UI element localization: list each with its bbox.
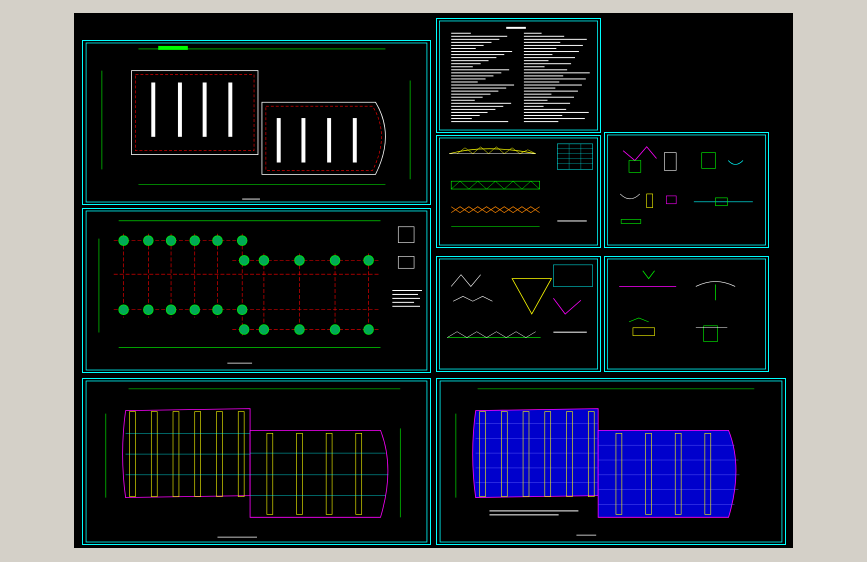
note-line [451,108,496,110]
foundation-plan-drawing [85,210,428,371]
note-line [523,51,579,53]
note-line [451,111,488,113]
note-line [451,51,513,53]
note-line [451,60,489,62]
note-line [523,63,572,65]
general-notes-drawing [439,20,598,131]
note-line [451,32,471,34]
roof-steel-plan-drawing [85,380,428,543]
note-line [523,102,571,104]
note-line [451,84,515,86]
note-line [523,41,561,43]
note-line [451,90,499,92]
note-line [451,72,502,74]
site-plan-drawing [85,42,428,203]
note-line [451,54,505,56]
support-details-drawing [606,258,767,370]
note-line [523,105,544,107]
note-line [523,93,552,95]
sheet-site-plan[interactable] [82,40,431,205]
note-line [451,47,476,49]
note-line [451,105,504,107]
sheet-foundation-plan[interactable] [82,208,431,373]
note-line [451,81,478,83]
note-line [451,66,473,68]
note-line [523,87,556,89]
note-line [451,38,500,40]
note-line [523,81,560,83]
drawing-canvas[interactable] [74,13,793,548]
note-line [523,96,575,98]
note-line [523,84,582,86]
note-line [451,115,480,116]
sheet-general-notes[interactable] [436,18,601,133]
note-line [523,38,587,40]
note-line [523,72,590,74]
note-line [451,93,491,95]
truss-sections-drawing [438,258,599,370]
note-line [523,90,578,92]
sheet-roof-cladding-plan[interactable] [436,378,786,545]
note-line [523,78,586,80]
note-line [523,115,563,116]
note-line [523,57,575,59]
roof-cladding-plan-drawing [439,380,783,543]
note-line [523,111,589,113]
note-line [451,57,497,59]
note-line [523,35,565,37]
truss-elevations-drawing [439,137,598,246]
note-line [451,69,510,71]
note-line [451,118,472,120]
note-line [451,99,475,101]
note-line [523,108,567,110]
note-line [451,35,508,37]
sheet-connection-details[interactable] [604,132,769,248]
note-line [523,54,553,56]
note-line [451,41,492,43]
note-line [523,99,548,101]
note-line [451,102,512,104]
note-line [523,121,559,123]
note-line [523,75,564,77]
note-line [523,47,557,49]
note-line [451,75,494,77]
note-line [451,78,486,80]
note-line [451,87,507,89]
note-line [523,118,585,120]
note-line [523,44,583,46]
sheet-truss-sections[interactable] [436,256,601,372]
note-line [523,60,549,62]
note-line [451,63,481,65]
note-line [523,32,542,34]
sheet-truss-elevations[interactable] [436,135,601,248]
note-line [451,44,484,46]
sheet-support-details[interactable] [604,256,769,372]
connection-details-drawing [606,134,767,246]
note-line [451,121,509,123]
sheet-roof-steel-plan[interactable] [82,378,431,545]
note-line [523,69,568,71]
note-line [451,96,483,98]
note-line [523,66,545,68]
